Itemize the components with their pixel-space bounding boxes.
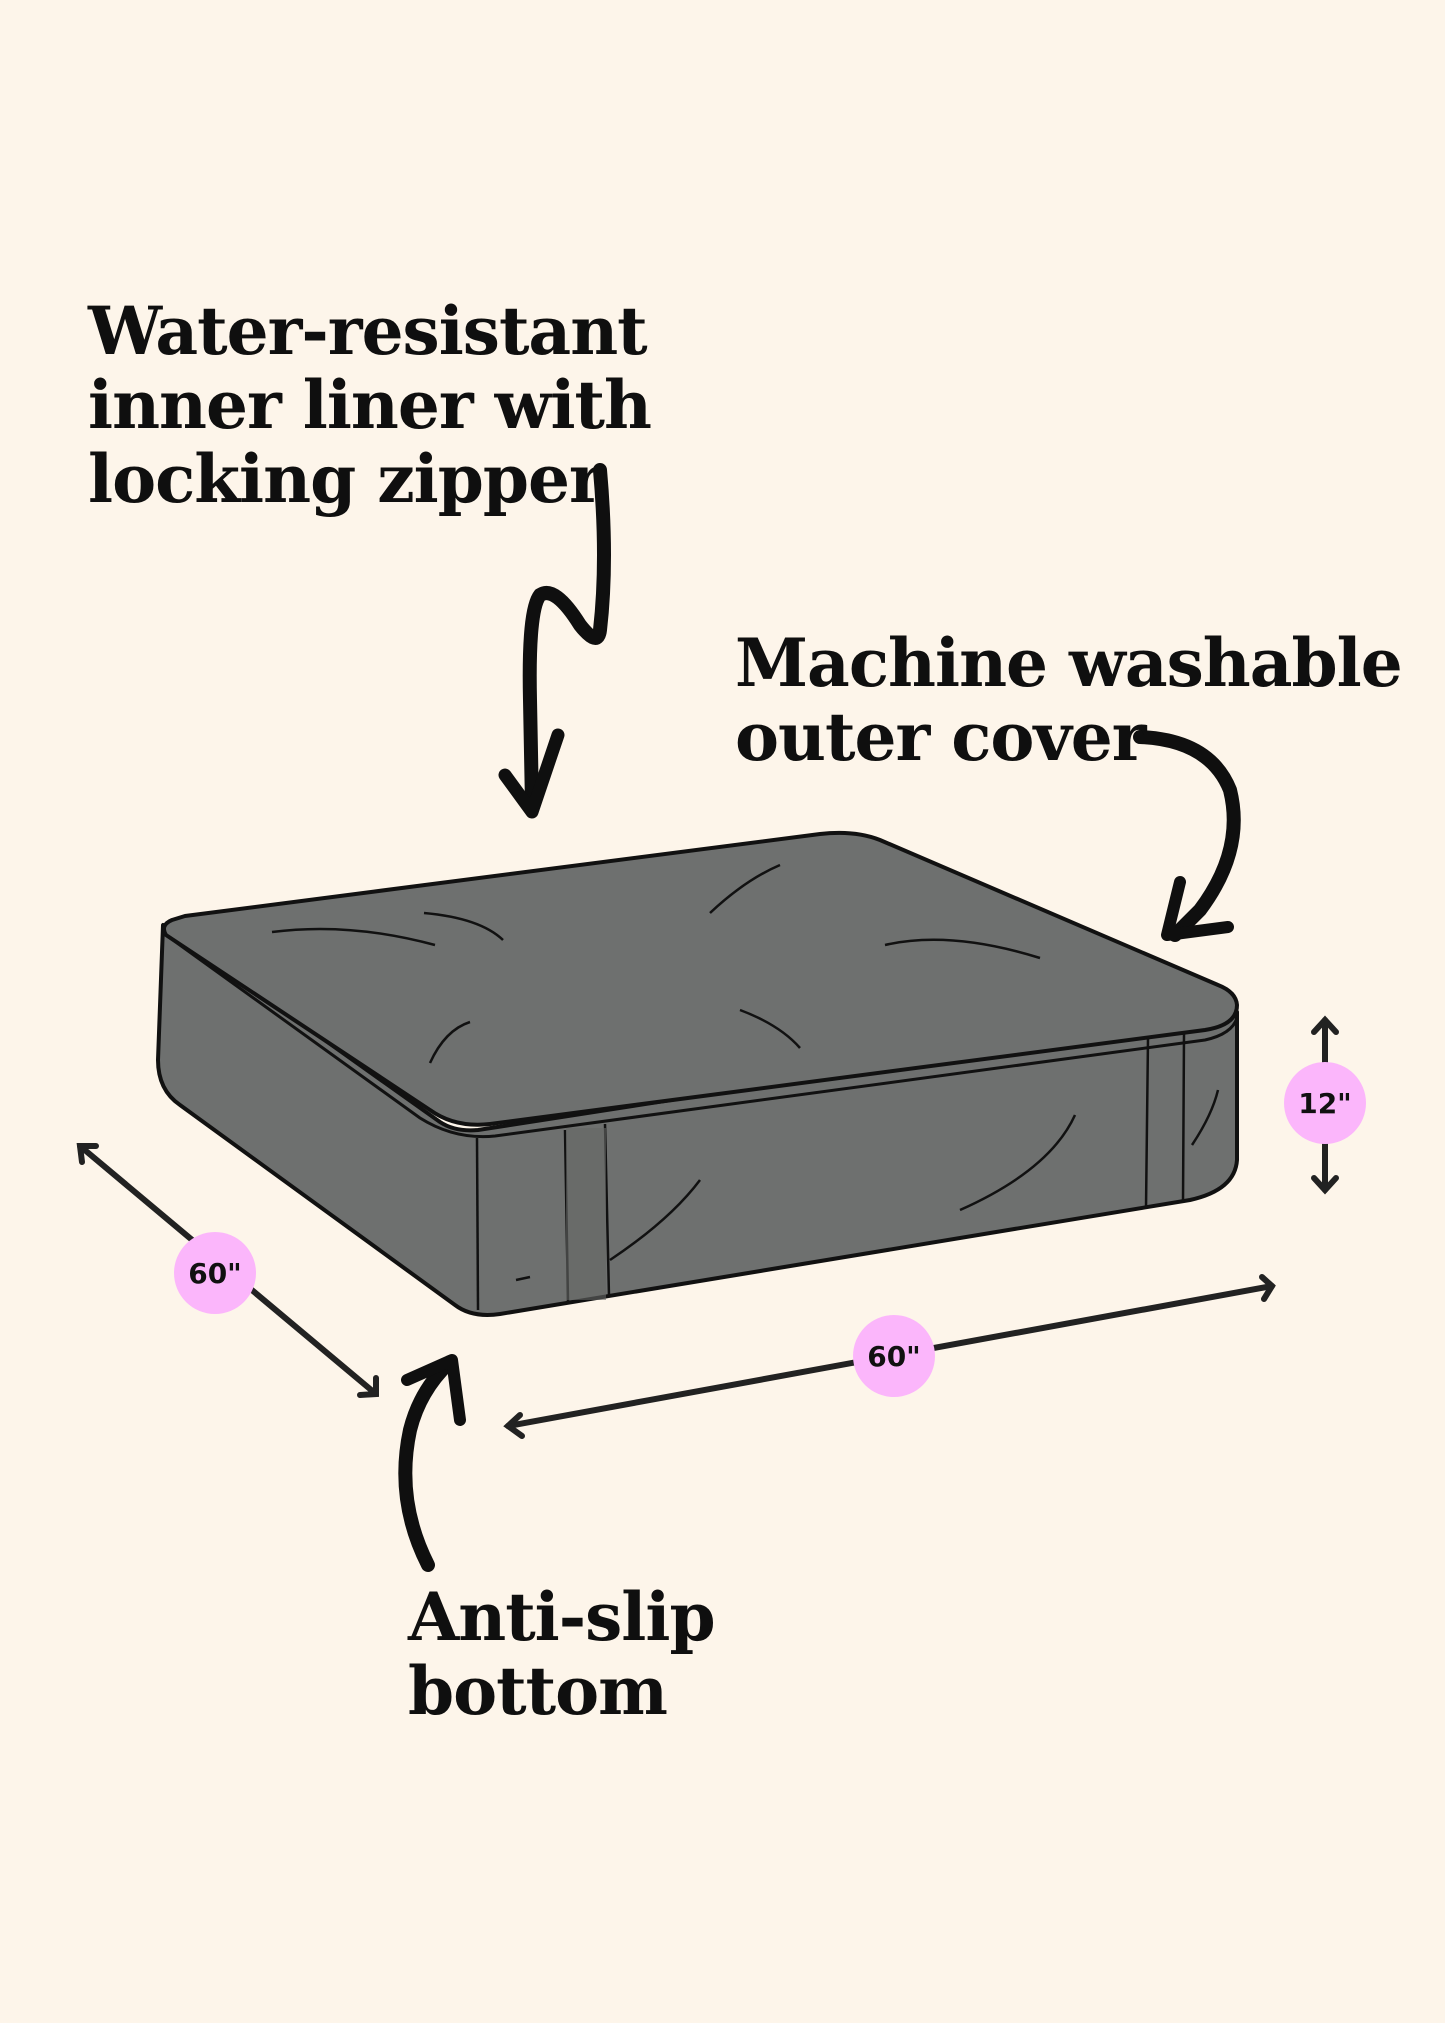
callout-line: outer cover — [735, 698, 1147, 776]
curved-down-arrow — [1133, 730, 1241, 942]
width-dimension-badge: 60" — [853, 1315, 935, 1397]
curved-up-arrow — [398, 1355, 457, 1572]
callout-inner-liner: Water-resistant inner liner with locking… — [88, 292, 652, 518]
callout-outer-cover: Machine washable outer cover — [735, 624, 1403, 776]
squiggle-down-arrow — [522, 463, 611, 812]
height-dimension-badge: 12" — [1284, 1062, 1366, 1144]
callout-line: locking zipper — [88, 440, 604, 518]
cushion — [156, 830, 1239, 1317]
cushion-top — [162, 830, 1239, 1127]
callout-line: bottom — [408, 1652, 668, 1730]
callout-line: inner liner with — [88, 366, 652, 444]
depth-dimension-badge: 60" — [174, 1232, 256, 1314]
callout-anti-slip-bottom: Anti-slip bottom — [408, 1578, 716, 1730]
cushion-sides — [156, 923, 1239, 1317]
callout-line: Water-resistant — [88, 292, 648, 370]
callout-line: Anti-slip — [408, 1578, 716, 1656]
callout-line: Machine washable — [735, 624, 1403, 702]
